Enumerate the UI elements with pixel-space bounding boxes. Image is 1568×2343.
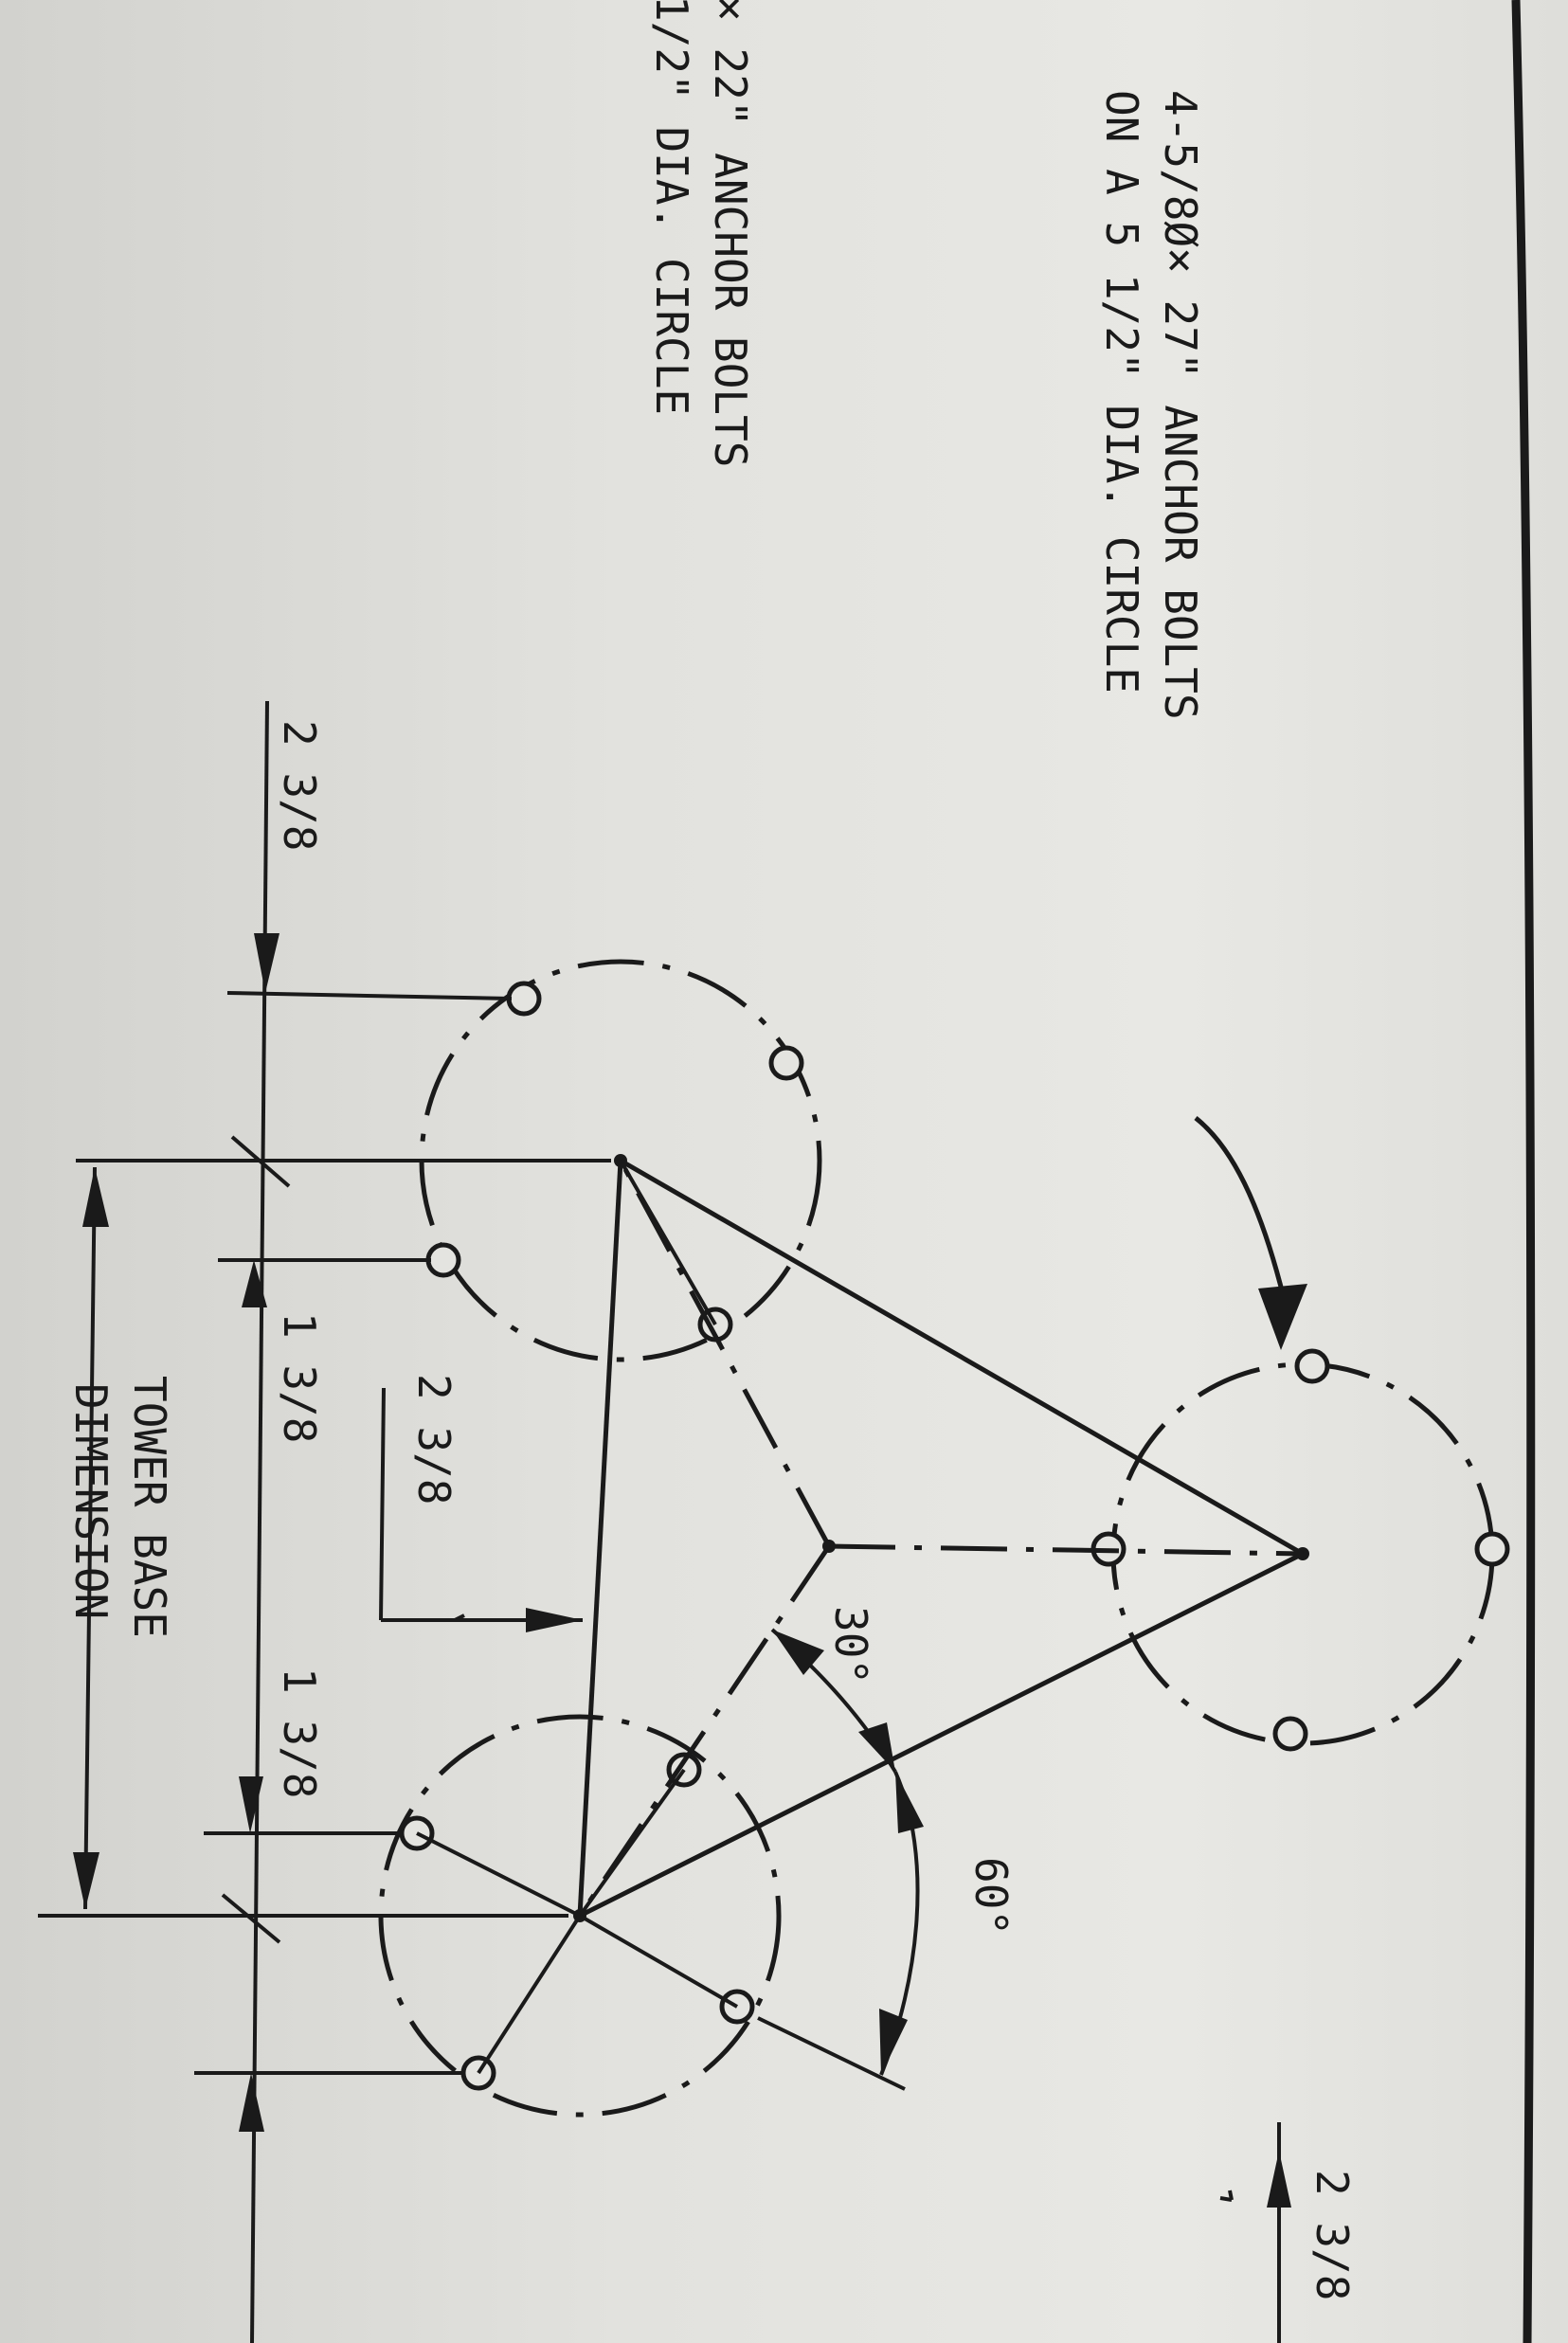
angle-60-label: 60° [965, 1857, 1017, 1936]
angle-dimension-60: 60° [757, 1771, 1017, 2091]
angle-30-label: 30° [825, 1606, 876, 1685]
bolt-hole [425, 1242, 461, 1278]
note-small-bolts-line2: 1/2" DIA. CIRCLE [646, 0, 697, 415]
tower-base-triangle [577, 1158, 1305, 1919]
bolt-hole [1474, 1531, 1510, 1567]
dim-offset-mid: 1 3/8 [274, 1312, 325, 1443]
angle-dimension-30: 30° [770, 1606, 897, 1774]
dim-offset-left: 2 3/8 [274, 720, 325, 851]
tower-base-label-line1: TOWER BASE [124, 1376, 175, 1638]
stray-mark [1219, 2190, 1234, 2202]
note-leader-arrowhead [1258, 1284, 1307, 1350]
note-small-bolts-line1: × 22" ANCHOR BOLTS [705, 0, 756, 468]
bolt-hole [506, 981, 542, 1017]
dim-offset-center: 2 3/8 [408, 1374, 460, 1505]
bolt-hole [768, 1045, 804, 1081]
dim-offset-right: 1 3/8 [274, 1667, 325, 1798]
bolt-hole [1294, 1348, 1330, 1384]
note-large-bolts-line2: ON A 5 1/2" DIA. CIRCLE [1096, 90, 1147, 694]
note-large-bolts-line1: 4-5/8Ø× 27" ANCHOR BOLTS [1155, 90, 1206, 720]
offset-dimension-row: 2 3/8 1 3/8 1 3/8 2 3/8 [194, 700, 1358, 2343]
note-small-bolts: × 22" ANCHOR BOLTS 1/2" DIA. CIRCLE [646, 0, 756, 468]
sheet-border [1511, 0, 1536, 2343]
dim-offset-far: 2 3/8 [1307, 2170, 1358, 2300]
center-offset-dimension: 2 3/8 [379, 1374, 583, 1632]
centroid-construction-lines [416, 1159, 1304, 2075]
tower-base-dimension: TOWER BASE DIMENSION [38, 1159, 611, 1918]
note-large-bolts: 4-5/8Ø× 27" ANCHOR BOLTS ON A 5 1/2" DIA… [1096, 90, 1206, 720]
bolt-hole [1272, 1716, 1308, 1752]
tower-base-label-line2: DIMENSION [65, 1383, 117, 1619]
note-leader-line [1194, 1116, 1287, 1299]
